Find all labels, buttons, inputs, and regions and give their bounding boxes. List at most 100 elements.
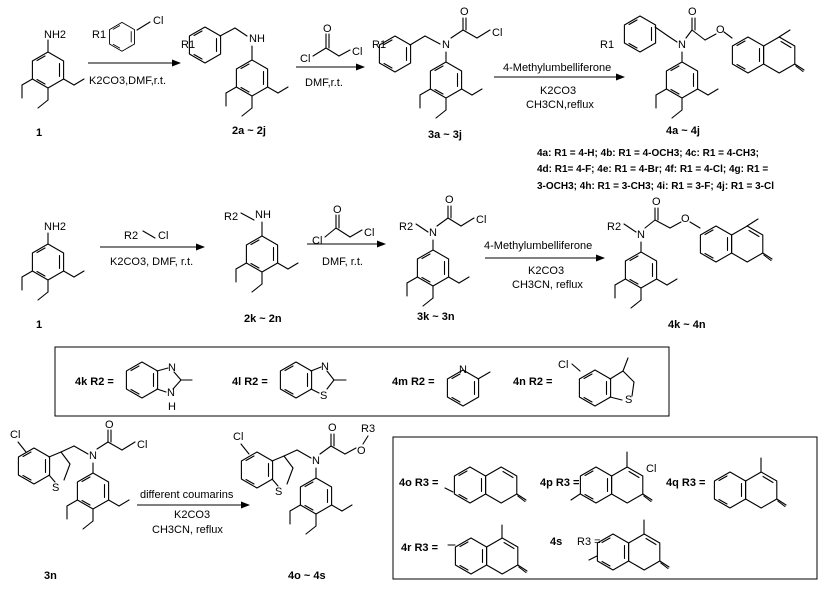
row3-product-n: N [312, 455, 320, 467]
row1-cmp3-o: O [460, 6, 469, 18]
row2-cmp3-o: O [445, 194, 454, 206]
row2-cmp4-label: 4k ~ 4n [668, 319, 706, 331]
row3-arrow-top: different coumarins [140, 489, 234, 501]
r2-4k: 4k R2 = N N H [75, 361, 193, 413]
r3-4s-r3: R3 = [577, 536, 601, 548]
row1-arrow3-top: 4-Methylumbelliferone [503, 62, 611, 74]
row1-legend: 4a: R1 = 4-H; 4b: R1 = 4-OCH3; 4c: R1 = … [537, 148, 774, 192]
row3-3n-cl-top: Cl [10, 429, 20, 441]
r2-4m: 4m R2 = N [392, 364, 491, 407]
row2-cmp3-n: N [429, 227, 437, 239]
row3-product: Cl S N O O R3 4o ~ 4s [233, 422, 375, 582]
row3-3n-cl: Cl [137, 439, 147, 451]
r2-4k-label: 4k R2 = [75, 376, 114, 388]
r3-4o-label: 4o R3 = [399, 477, 438, 489]
row1-arrow-3: 4-Methylumbelliferone K2CO3 CH3CN,reflux [494, 62, 625, 111]
r2-4l-s: S [320, 390, 327, 402]
row2-arrow1-conditions: K2CO3, DMF, r.t. [110, 256, 193, 268]
row3-compound-3n: Cl S N O Cl 3n [10, 419, 147, 582]
row2-compound-3: R2 N O Cl 3k ~ 3n [399, 194, 486, 323]
row3-3n-s: S [52, 482, 59, 494]
r2-4n: 4n R2 = Cl S [513, 357, 635, 407]
row2-compound-1: NH2 1 [22, 221, 84, 331]
row1-arrow3-mid: K2CO3 [540, 85, 576, 97]
row1-cmp1-nh2: NH2 [44, 29, 66, 41]
row2-compound-4: R2 N O O 4k ~ 4n [607, 196, 772, 331]
row2-arrow2-cl-right: Cl [364, 227, 374, 239]
row2-cmp4-o-ether: O [681, 213, 690, 225]
row1-cmp4-label: 4a ~ 4j [666, 125, 700, 137]
row2-arrow1-cl: Cl [158, 230, 168, 242]
row1-cmp3-n: N [442, 39, 450, 51]
row2-cmp1-label: 1 [36, 319, 42, 331]
r3-4p: 4p R3 = Cl [540, 451, 656, 503]
row1-compound-2: R1 NH 2a ~ 2j [181, 26, 288, 137]
row3-product-o-ether: O [357, 445, 366, 457]
row2-arrow-2: Cl O Cl DMF, r.t. [307, 204, 386, 268]
row3-3n-o: O [105, 419, 114, 431]
row3-arrow-mid: K2CO3 [174, 509, 210, 521]
row3-3n-label: 3n [44, 570, 57, 582]
r2-4n-label: 4n R2 = [513, 376, 552, 388]
row1-cmp2-label: 2a ~ 2j [232, 125, 266, 137]
r3-4o: 4o R3 = [399, 467, 526, 503]
row1-arrow1-conditions: K2CO3,DMF,r.t. [89, 75, 166, 87]
row1-legend-line2: 4d: R1= 4-F; 4e: R1 = 4-Br; 4f: R1 = 4-C… [537, 164, 768, 175]
row3-product-o-carbonyl: O [328, 422, 337, 434]
row1-cmp4-o-ether: O [716, 24, 725, 36]
row1-arrow2-cl-left: Cl [300, 53, 310, 65]
row1-cmp3-label: 3a ~ 3j [428, 129, 462, 141]
row2-arrow-1: R2 Cl K2CO3, DMF, r.t. [100, 230, 205, 268]
r2-4l-label: 4l R2 = [232, 376, 268, 388]
row1-cmp1-label: 1 [36, 127, 42, 139]
row2-cmp3-r: R2 [399, 221, 413, 233]
r3-substituent-box [392, 436, 818, 580]
row1-arrow2-conditions: DMF,r.t. [305, 77, 343, 89]
row1-cmp3-r: R1 [372, 39, 386, 51]
r3-4s-label: 4s [550, 536, 562, 548]
row2-cmp3-label: 3k ~ 3n [417, 311, 455, 323]
row2-arrow1-r: R2 [124, 230, 138, 242]
row2-cmp4-n: N [637, 229, 645, 241]
r2-4n-s: S [625, 394, 632, 406]
row2-cmp1-nh2: NH2 [44, 221, 66, 233]
row2-cmp4-o-carbonyl: O [652, 196, 661, 208]
r3-4p-cl: Cl [646, 463, 656, 475]
r2-4k-n-top: N [168, 362, 176, 374]
row1-cmp4-r: R1 [600, 39, 614, 51]
row1-arrow-1: R1 Cl K2CO3,DMF,r.t. [88, 15, 181, 87]
row3-arrow: different coumarins K2CO3 CH3CN, reflux [137, 489, 250, 536]
row2-arrow3-mid: K2CO3 [528, 265, 564, 277]
r3-4q: 4q R3 = [666, 457, 786, 508]
row2-cmp2-r: R2 [224, 211, 238, 223]
row1-cmp2-nh: NH [249, 33, 265, 45]
row2-arrow2-conditions: DMF, r.t. [322, 256, 363, 268]
row3-product-cl: Cl [233, 431, 243, 443]
r3-4p-label: 4p R3 = [540, 477, 579, 489]
r2-4k-h: H [168, 401, 176, 413]
row3-product-label: 4o ~ 4s [288, 570, 326, 582]
row2-arrow3-top: 4-Methylumbelliferone [484, 240, 592, 252]
r2-4n-cl: Cl [558, 359, 568, 371]
row3-product-r3: R3 [361, 423, 375, 435]
row1-cmp3-cl: Cl [492, 27, 502, 39]
r2-4l: 4l R2 = N S [232, 361, 347, 402]
row1-cmp4-o-carbonyl: O [688, 6, 697, 18]
row1-arrow2-cl-right: Cl [352, 46, 362, 58]
row1-cmp4-n: N [678, 39, 686, 51]
row1-arrow1-reagent-r: R1 [92, 29, 106, 41]
row1-arrow1-reagent-cl: Cl [153, 15, 163, 27]
r2-4m-label: 4m R2 = [392, 376, 435, 388]
r2-4k-n-bottom: N [167, 387, 175, 399]
r3-4r: 4r R3 = [401, 524, 527, 574]
row2-arrow2-o: O [333, 204, 342, 216]
row1-arrow3-bottom: CH3CN,reflux [526, 99, 594, 111]
row2-arrow-3: 4-Methylumbelliferone K2CO3 CH3CN, reflu… [484, 240, 605, 291]
r3-4q-label: 4q R3 = [666, 477, 705, 489]
row3-arrow-bottom: CH3CN, reflux [152, 524, 223, 536]
row1-cmp2-r: R1 [181, 39, 195, 51]
row2-cmp4-r: R2 [607, 221, 621, 233]
r2-4l-n: N [321, 361, 329, 373]
row2-cmp2-label: 2k ~ 2n [244, 313, 282, 325]
row2-cmp2-nh: NH [255, 209, 271, 221]
